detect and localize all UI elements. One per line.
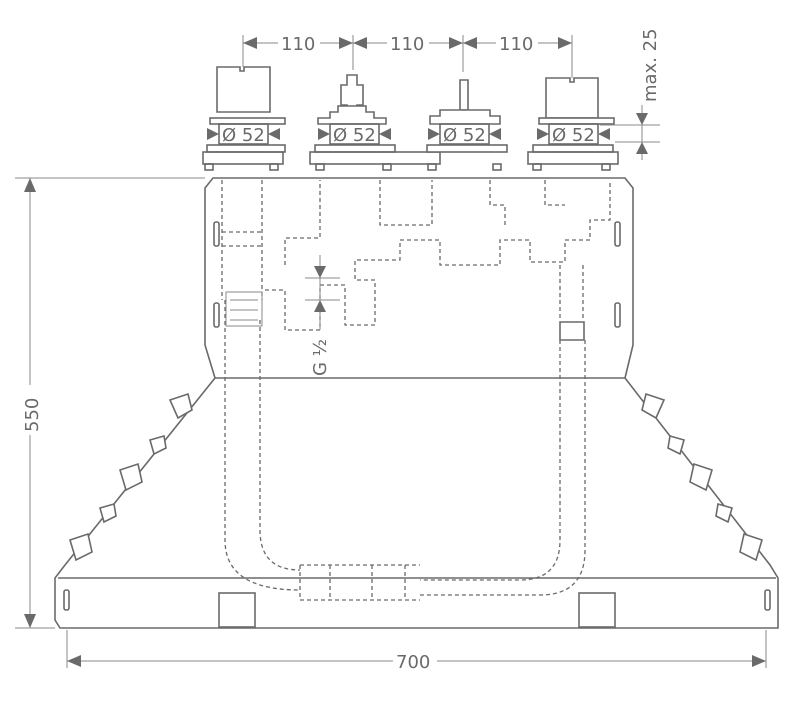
- spacing-label-2: 110: [390, 34, 424, 55]
- diameter-label-4: Ø 52: [552, 125, 595, 146]
- internal-piping: [221, 180, 611, 601]
- side-clips: [69, 392, 763, 562]
- valve-3: [426, 79, 508, 171]
- width-label: 700: [396, 652, 430, 673]
- spacing-dimensions: 110 110 110: [242, 32, 573, 78]
- body-outline: [54, 177, 779, 629]
- diameter-label-2: Ø 52: [333, 125, 376, 146]
- bottom-foot-left: [218, 592, 256, 628]
- spacing-label-3: 110: [499, 34, 533, 55]
- diameter-label-3: Ø 52: [443, 125, 486, 146]
- thread-label: G ½: [310, 339, 331, 376]
- height-label: 550: [22, 398, 43, 432]
- valve-4: [527, 77, 619, 171]
- valve-1: [202, 66, 286, 171]
- height-dimension: 550: [15, 177, 205, 629]
- diameter-label-1: Ø 52: [222, 125, 265, 146]
- spacing-label-1: 110: [281, 34, 315, 55]
- max-depth-dimension: max. 25: [600, 28, 661, 160]
- diameter-dimensions: Ø 52 Ø 52 Ø 52 Ø 52: [207, 123, 610, 146]
- max-depth-label: max. 25: [640, 28, 661, 102]
- bottom-foot-right: [578, 592, 616, 628]
- width-dimension: 700: [66, 630, 767, 673]
- valve-2: [309, 74, 441, 171]
- thread-dimension: G ½: [305, 255, 340, 376]
